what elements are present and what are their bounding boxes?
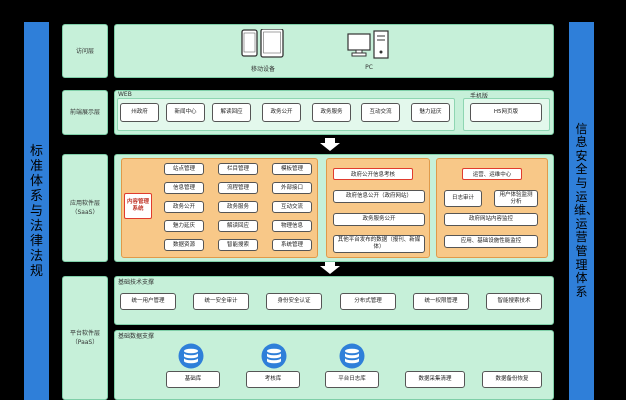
flow-arrow-stem xyxy=(325,262,335,267)
database-icon xyxy=(178,343,204,369)
flow-arrow xyxy=(320,266,340,274)
data-item-2[interactable]: 平台日志库 xyxy=(325,371,379,388)
cms-item-8[interactable]: 互动交流 xyxy=(272,201,312,213)
web-tag: WEB xyxy=(118,91,132,98)
tech-support-tag: 基础技术支撑 xyxy=(118,279,155,286)
web-item-4[interactable]: 政务服务 xyxy=(312,103,351,122)
data-item-4[interactable]: 数据备份恢复 xyxy=(482,371,542,388)
gov-item-2[interactable]: 其他平台发布的数据（报刊、新媒体） xyxy=(333,235,425,253)
cms-item-9[interactable]: 魅力延庆 xyxy=(164,220,204,232)
pc-icon xyxy=(346,30,392,60)
database-icon xyxy=(339,343,365,369)
right-sidebar-text: 信息安全与运维、运营管理体系 xyxy=(574,121,599,299)
cms-title: 内容管理系统 xyxy=(124,193,152,219)
mobile-devices-icon xyxy=(240,28,286,59)
cms-item-4[interactable]: 流程管理 xyxy=(218,182,258,194)
cms-item-7[interactable]: 政务服务 xyxy=(218,201,258,213)
access-layer-label: 访问层 xyxy=(62,24,108,78)
left-sidebar-text: 标准体系与法律法规 xyxy=(29,143,43,279)
tech-item-2[interactable]: 身份安全认证 xyxy=(266,293,322,310)
cms-item-12[interactable]: 数据资源 xyxy=(164,239,204,251)
frontend-layer-label: 前端展示层 xyxy=(62,90,108,135)
cms-item-5[interactable]: 外部接口 xyxy=(272,182,312,194)
cms-item-2[interactable]: 模板管理 xyxy=(272,163,312,175)
saas-layer-label: 应用软件层 （SaaS） xyxy=(62,154,108,262)
ops-item-1[interactable]: 用户体验监测分析 xyxy=(494,190,538,207)
mobile-tag: 手机版 xyxy=(470,93,489,100)
data-item-0[interactable]: 基础库 xyxy=(166,371,220,388)
tech-item-5[interactable]: 智能搜索技术 xyxy=(486,293,542,310)
gov-item-1[interactable]: 政务服务公开 xyxy=(333,213,425,226)
cms-item-10[interactable]: 解读回应 xyxy=(218,220,258,232)
cms-item-13[interactable]: 智能搜索 xyxy=(218,239,258,251)
flow-arrow-stem xyxy=(325,138,335,143)
tech-item-3[interactable]: 分布式管理 xyxy=(340,293,396,310)
mobile-devices-label: 移动设备 xyxy=(250,66,275,73)
mobile-item-0[interactable]: H5网页版 xyxy=(470,103,542,122)
web-item-1[interactable]: 新闻中心 xyxy=(166,103,205,122)
cms-item-11[interactable]: 物理信息 xyxy=(272,220,312,232)
tech-item-4[interactable]: 统一权限管理 xyxy=(413,293,469,310)
web-item-5[interactable]: 互动交流 xyxy=(361,103,400,122)
ops-item-2[interactable]: 政府网站内容监控 xyxy=(444,213,538,226)
data-item-1[interactable]: 考核库 xyxy=(246,371,300,388)
gov-title: 政府公开信息考核 xyxy=(333,168,413,180)
web-item-3[interactable]: 政务公开 xyxy=(262,103,301,122)
cms-item-0[interactable]: 站点管理 xyxy=(164,163,204,175)
tech-item-0[interactable]: 统一用户管理 xyxy=(120,293,176,310)
right-sidebar: 信息安全与运维、运营管理体系 xyxy=(569,22,599,400)
access-layer-panel xyxy=(114,24,554,78)
web-item-0[interactable]: 州政府 xyxy=(120,103,159,122)
pc-label: PC xyxy=(365,64,373,71)
web-item-2[interactable]: 解读回应 xyxy=(212,103,251,122)
paas-layer-label: 平台软件层 （PaaS） xyxy=(62,276,108,400)
cms-item-14[interactable]: 系统管理 xyxy=(272,239,312,251)
flow-arrow xyxy=(320,143,340,151)
ops-item-0[interactable]: 日志审计 xyxy=(444,190,482,207)
web-item-6[interactable]: 魅力延庆 xyxy=(411,103,450,122)
cms-item-6[interactable]: 政务公开 xyxy=(164,201,204,213)
ops-title: 运营、运维中心 xyxy=(462,168,522,180)
tech-item-1[interactable]: 统一安全审计 xyxy=(193,293,249,310)
left-sidebar: 标准体系与法律法规 xyxy=(24,22,49,400)
data-support-tag: 基础数据支撑 xyxy=(118,333,155,340)
tech-support-panel xyxy=(114,276,554,325)
ops-item-3[interactable]: 应用、基础设施性能监控 xyxy=(444,235,538,248)
cms-item-3[interactable]: 信息管理 xyxy=(164,182,204,194)
database-icon xyxy=(261,343,287,369)
data-item-3[interactable]: 数据采集清理 xyxy=(405,371,465,388)
gov-item-0[interactable]: 政府信息公开（政府网站） xyxy=(333,190,425,203)
cms-item-1[interactable]: 栏目管理 xyxy=(218,163,258,175)
